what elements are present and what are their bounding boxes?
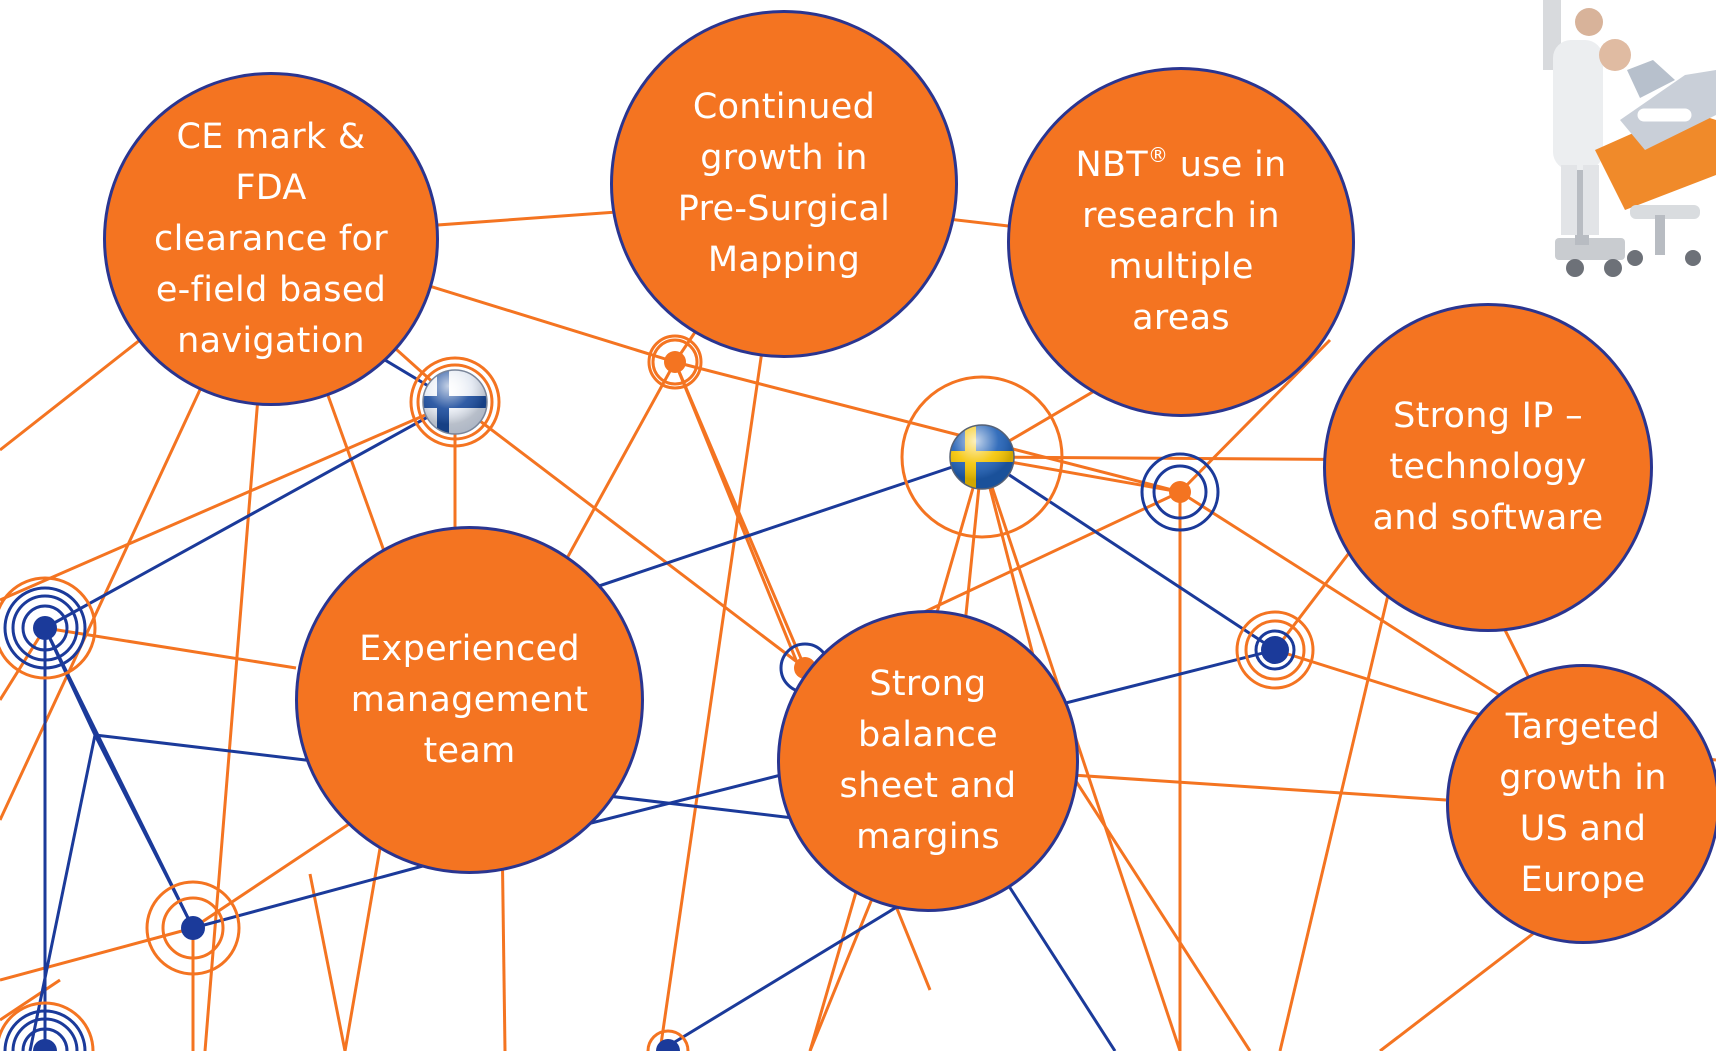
- navy-connection-line-12: [1003, 879, 1117, 1051]
- navy-connection-line-0: [44, 400, 456, 630]
- orange-connection-line-17: [981, 455, 1181, 494]
- finland-flag-icon: [409, 356, 501, 448]
- hub-node-0: [0, 576, 97, 680]
- registered-mark: ®: [1147, 143, 1169, 167]
- navy-connection-line-4: [28, 734, 97, 1051]
- bubble-targeted-growth-text: Targeted growth in US and Europe: [1499, 707, 1667, 900]
- hub-node-6: [0, 1001, 95, 1051]
- bubble-targeted-growth: Targeted growth in US and Europe: [1446, 664, 1716, 944]
- nbt-description: use in research in multiple areas: [1082, 145, 1287, 338]
- orange-connection-line-32: [1071, 773, 1447, 802]
- hub-node-4: [1140, 452, 1220, 532]
- navy-connection-line-10: [981, 455, 1276, 652]
- clinician-patient-photo-icon: [1535, 0, 1716, 305]
- hub-node-2: [647, 334, 703, 390]
- bubble-strong-ip-text: Strong IP – technology and software: [1372, 396, 1604, 538]
- orange-connection-line-45: [0, 978, 61, 1022]
- navy-connection-line-7: [192, 858, 446, 930]
- navy-connection-line-11: [659, 903, 901, 1051]
- navy-connection-line-5: [93, 734, 195, 929]
- hub-node-7: [646, 1029, 690, 1051]
- bubble-growth-mapping-text: Continued growth in Pre-Surgical Mapping: [677, 87, 891, 280]
- orange-connection-line-13: [674, 360, 1181, 494]
- orange-connection-line-33: [1070, 774, 1252, 1051]
- network-nodes: [0, 334, 1315, 1051]
- orange-connection-line-23: [980, 456, 1182, 1051]
- bubble-ce-mark-text: CE mark & FDA clearance for e-field base…: [154, 116, 388, 361]
- bubble-nbt-research: NBT® use in research in multiple areas: [1007, 67, 1355, 417]
- orange-connection-line-37: [44, 626, 297, 670]
- bubble-management: Experienced management team: [295, 526, 644, 874]
- bubble-balance-sheet-text: Strong balance sheet and margins: [839, 664, 1017, 857]
- orange-connection-line-39: [0, 926, 194, 982]
- orange-connection-line-9: [454, 400, 806, 670]
- orange-connection-line-2: [0, 400, 456, 602]
- orange-connection-line-44: [308, 873, 347, 1051]
- bubble-strong-ip: Strong IP – technology and software: [1323, 303, 1653, 632]
- bubble-management-text: Experienced management team: [350, 628, 589, 771]
- bubble-ce-mark: CE mark & FDA clearance for e-field base…: [103, 72, 439, 406]
- nbt-label: NBT: [1075, 145, 1148, 185]
- bubble-nbt-research-text: NBT® use in research in multiple areas: [1067, 140, 1294, 344]
- hub-node-1: [145, 880, 241, 976]
- orange-connection-line-36: [0, 627, 47, 701]
- sweden-flag-icon: [900, 375, 1064, 539]
- bubble-growth-mapping: Continued growth in Pre-Surgical Mapping: [610, 10, 958, 358]
- orange-connection-line-27: [1178, 338, 1332, 494]
- hub-node-5: [1235, 610, 1315, 690]
- bubble-balance-sheet: Strong balance sheet and margins: [777, 610, 1079, 912]
